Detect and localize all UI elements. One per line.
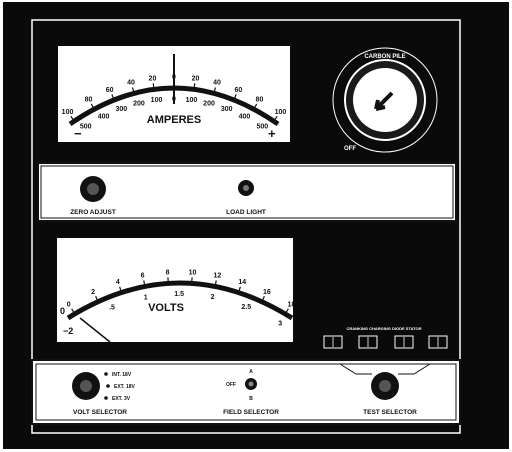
ammeter-inner-tick-label: 500 [256, 124, 268, 131]
voltmeter-minus-two: −2 [63, 326, 73, 336]
bottom-control-strip: INT. 18V EXT. 18V EXT. 3V VOLT SELECTOR … [31, 359, 461, 425]
voltmeter-inner-tick-label: 2 [211, 294, 215, 301]
voltmeter-outer-tick-label: 8 [166, 269, 170, 276]
voltmeter-major-tick [214, 280, 217, 287]
ammeter-unit-label: AMPERES [147, 114, 201, 126]
ammeter-inner-tick-label: 200 [133, 100, 145, 107]
voltmeter-outer-tick-label: 4 [116, 279, 120, 286]
voltmeter-outer-tick-label: 10 [189, 269, 197, 276]
ammeter-outer-tick-label: 80 [256, 97, 264, 104]
ammeter-major-tick [131, 87, 135, 94]
ammeter-outer-tick-label: 40 [127, 80, 135, 87]
ammeter-plus-sign: + [268, 126, 276, 141]
voltmeter-outer-tick-label: 16 [263, 289, 271, 296]
knob-scale-label: CARBON PILE [364, 54, 405, 60]
volt-option-ext-3v: EXT. 3V [112, 396, 131, 402]
voltmeter-major-tick [119, 286, 123, 293]
voltmeter-outer-tick-label: 0 [67, 302, 71, 309]
voltmeter-major-tick [284, 308, 289, 315]
ammeter-inner-tick-label: 200 [203, 100, 215, 107]
ammeter-inner-tick-label: 100 [151, 97, 163, 104]
ammeter-outer-tick-label: 60 [106, 87, 114, 94]
ammeter-major-tick [193, 83, 196, 90]
ammeter-major-tick [273, 115, 278, 122]
ammeter-major-tick [90, 103, 95, 110]
field-b-label: B [249, 396, 253, 402]
test-selector-label: TEST SELECTOR [363, 409, 417, 416]
voltmeter-outer-tick-label: 14 [238, 279, 246, 286]
ammeter-major-tick [213, 87, 217, 94]
ammeter-ticks: 1008060402002040608010050040030020010001… [62, 74, 287, 131]
ammeter-major-tick [253, 103, 258, 110]
ammeter-major-tick [152, 83, 155, 90]
voltmeter-major-tick [261, 296, 265, 302]
voltmeter-inner-tick-label: 3 [278, 321, 282, 328]
ammeter-inner-tick-label: 500 [80, 124, 92, 131]
voltmeter-inner-tick-label: 1.5 [174, 291, 184, 298]
voltmeter-scale-arc [66, 280, 294, 321]
voltmeter-zero: 0 [60, 306, 65, 316]
field-selector-label: FIELD SELECTOR [223, 409, 279, 416]
voltmeter-unit-label: VOLTS [148, 302, 184, 314]
ammeter: 1008060402002040608010050040030020010001… [58, 46, 290, 142]
field-a-label: A [249, 369, 253, 375]
ammeter-outer-tick-label: 100 [62, 109, 74, 116]
ammeter-inner-tick-label: 100 [186, 97, 198, 104]
ammeter-major-tick [233, 94, 237, 101]
faceplate-border [31, 19, 461, 434]
voltmeter-outer-tick-label: 2 [91, 289, 95, 296]
voltmeter-outer-tick-label: 12 [214, 273, 222, 280]
voltmeter-ticks: 0 2 4 6 8 10 12 14 16 18 .5 1 1.5 2 2.5 3 [67, 269, 296, 327]
ammeter-inner-tick-label: 400 [239, 114, 251, 121]
ammeter-minus-sign: − [74, 126, 82, 141]
volt-selector-label: VOLT SELECTOR [73, 409, 127, 416]
voltmeter-needle [79, 317, 111, 343]
voltmeter-inner-tick-label: 1 [144, 294, 148, 301]
ammeter-outer-tick-label: 80 [85, 97, 93, 104]
voltmeter-inner-tick-label: 2.5 [241, 304, 251, 311]
ammeter-major-tick [70, 115, 75, 122]
load-light-label: LOAD LIGHT [226, 209, 266, 216]
voltmeter-outer-tick-label: 6 [141, 273, 145, 280]
volt-option-ext-18v: EXT. 18V [114, 384, 136, 390]
voltmeter-window [57, 238, 293, 342]
ammeter-outer-tick-label: 40 [213, 80, 221, 87]
voltmeter-major-tick [143, 280, 146, 287]
ammeter-outer-tick-label: 20 [192, 75, 200, 82]
voltmeter-major-tick [71, 308, 76, 315]
ammeter-inner-tick-label: 400 [98, 114, 110, 121]
ammeter-inner-tick-label: 300 [221, 106, 233, 113]
middle-control-strip: ZERO ADJUST LOAD LIGHT [37, 162, 457, 222]
knob-off-label: OFF [344, 146, 356, 152]
test-buttons-header: CRANKING CHARGING DIODE STATOR [346, 326, 421, 331]
voltmeter-major-tick [95, 296, 99, 302]
voltmeter-outer-tick-label: 18 [287, 302, 295, 309]
volt-option-int-18v: INT. 18V [112, 372, 132, 378]
ammeter-major-tick [111, 94, 115, 101]
voltmeter: 0 2 4 6 8 10 12 14 16 18 .5 1 1.5 2 2.5 3 VOLTS −2 0 [57, 238, 296, 343]
zero-adjust-label: ZERO ADJUST [70, 209, 116, 216]
field-off-label: OFF [226, 382, 236, 388]
voltmeter-major-tick [237, 286, 241, 293]
voltmeter-inner-tick-label: .5 [109, 305, 115, 312]
test-button-row: CRANKING CHARGING DIODE STATOR [323, 326, 448, 349]
ammeter-inner-tick-label: 300 [115, 106, 127, 113]
ammeter-outer-tick-label: 100 [275, 109, 287, 116]
arrow-icon [374, 91, 394, 111]
carbon-pile-knob-assembly: CARBON PILE OFF [332, 47, 438, 153]
ammeter-outer-tick-label: 20 [149, 75, 157, 82]
ammeter-outer-tick-label: 60 [234, 87, 242, 94]
